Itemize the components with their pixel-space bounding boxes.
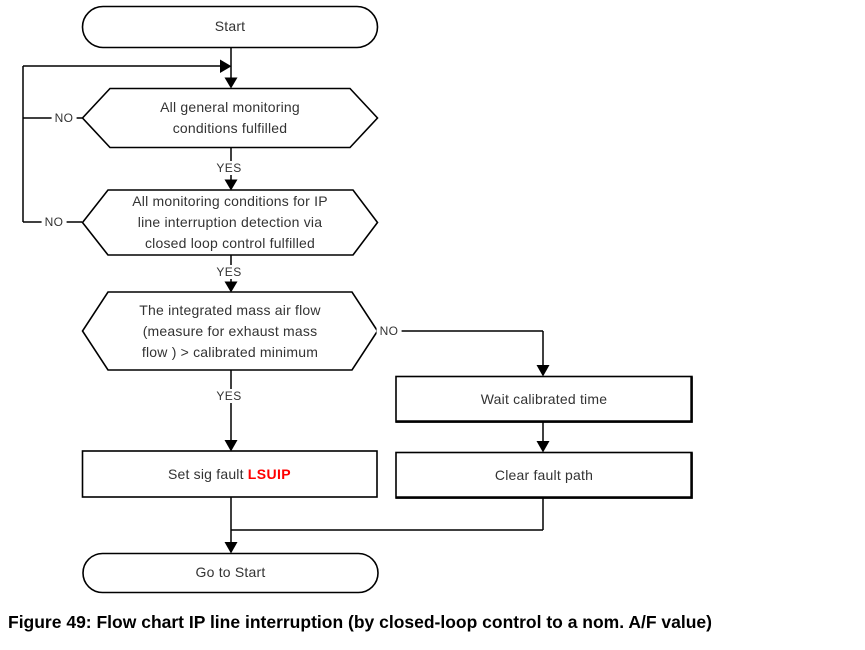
- arrowhead-into-decision2: [224, 179, 238, 191]
- goto-start-terminator-shape: [82, 552, 379, 594]
- decision-mass-air-flow-shape: [81, 291, 379, 371]
- arrowhead-into-clear: [536, 441, 550, 453]
- edge-label-no-2: NO: [41, 215, 67, 229]
- edge-label-no-1: NO: [51, 111, 77, 125]
- figure-caption: Figure 49: Flow chart IP line interrupti…: [8, 612, 712, 632]
- edge-label-yes-2: YES: [213, 265, 245, 279]
- arrowhead-into-decision1: [224, 77, 238, 89]
- edge-label-yes-3: YES: [213, 389, 245, 403]
- wait-box-edge-shadow: [396, 377, 693, 423]
- process-wait-calibrated-time-shape: [395, 375, 693, 423]
- arrowhead-into-decision3: [224, 281, 238, 293]
- edge-label-no-3: NO: [376, 324, 402, 338]
- process-clear-fault-path-shape: [395, 451, 693, 499]
- process-set-sig-fault-shape: [81, 450, 378, 498]
- decision-ip-monitoring-shape: [81, 189, 379, 256]
- arrowhead-into-wait: [536, 365, 550, 377]
- clear-box-edge-shadow: [396, 453, 693, 499]
- arrowhead-into-setfault: [224, 440, 238, 452]
- arrowhead-junction-right: [220, 59, 232, 73]
- decision-general-monitoring-shape: [81, 87, 379, 149]
- arrowhead-into-goto: [224, 542, 238, 554]
- start-terminator-shape: [81, 5, 379, 49]
- edge-label-yes-1: YES: [213, 161, 245, 175]
